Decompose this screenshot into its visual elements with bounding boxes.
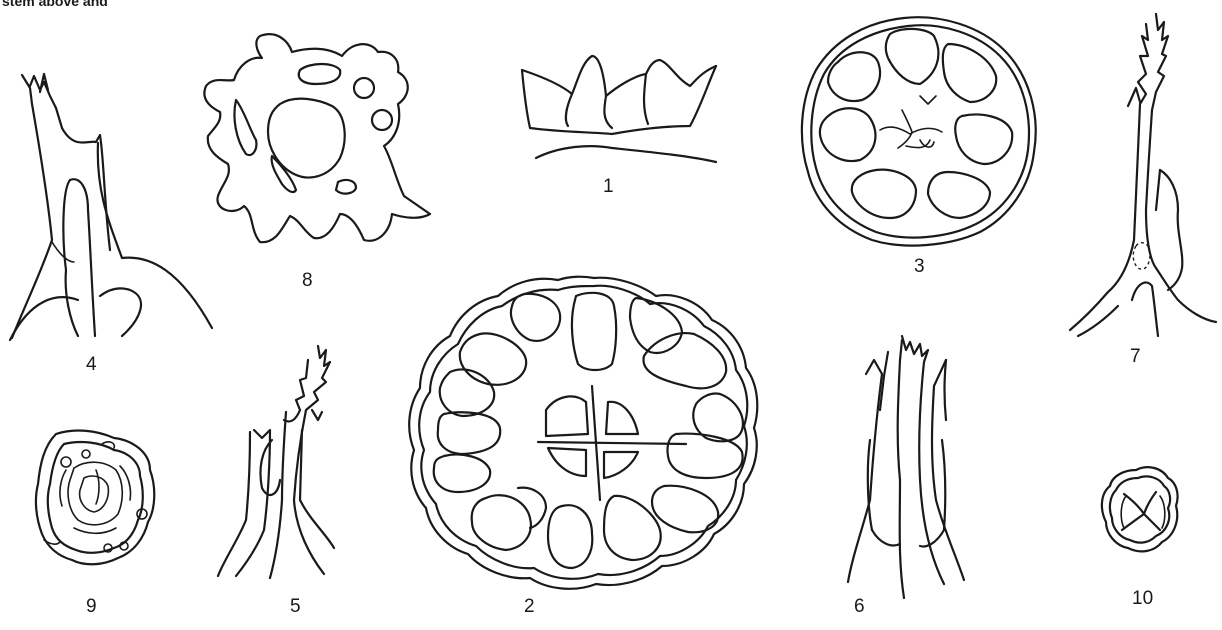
drawing-fig-1 (522, 56, 716, 162)
figure-label-3: 3 (914, 256, 925, 277)
drawing-fig-4 (10, 74, 212, 340)
drawing-fig-3 (802, 17, 1036, 245)
figure-label-4: 4 (86, 354, 97, 375)
drawing-fig-9 (36, 431, 154, 565)
figure-label-6: 6 (854, 596, 865, 617)
figure-label-1: 1 (603, 176, 614, 197)
header-fragment: stem above and (2, 0, 108, 9)
drawing-fig-2 (409, 277, 757, 589)
figure-label-5: 5 (290, 596, 301, 617)
figure-label-7: 7 (1130, 346, 1141, 367)
drawing-fig-8 (204, 34, 430, 242)
drawing-fig-6 (848, 336, 964, 598)
figure-label-2: 2 (524, 596, 535, 617)
drawing-fig-7 (1070, 14, 1216, 336)
drawing-fig-5 (218, 346, 334, 578)
figure-label-10: 10 (1132, 588, 1153, 609)
figure-label-9: 9 (86, 596, 97, 617)
drawing-fig-10 (1102, 467, 1178, 551)
figure-label-8: 8 (302, 270, 313, 291)
